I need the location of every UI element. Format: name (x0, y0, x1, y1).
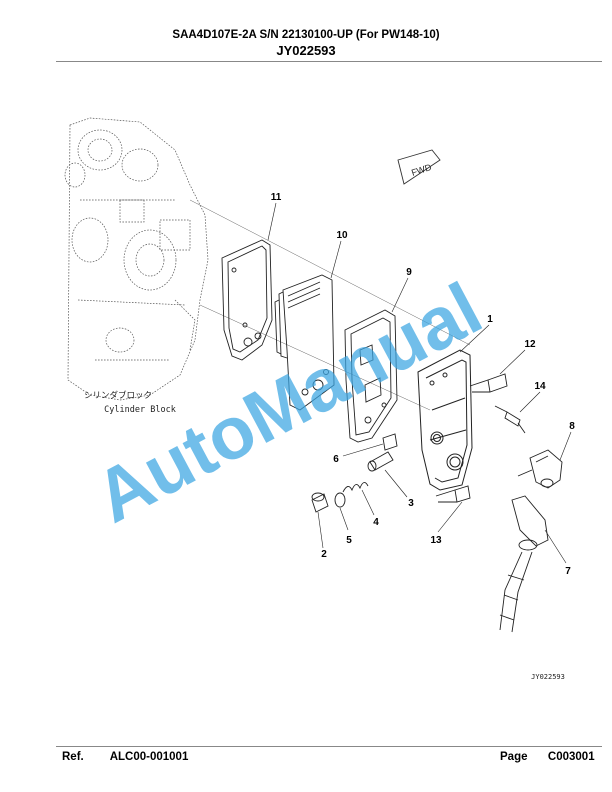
cooler-cover-part-1 (417, 349, 473, 491)
callout-10: 10 (336, 230, 348, 241)
sensor-part-14 (494, 405, 526, 434)
cooler-element-part-10 (274, 274, 335, 411)
callout-3: 3 (408, 498, 414, 509)
leader-lines (267, 202, 572, 564)
page-label: Page (500, 751, 528, 763)
valve-part-3 (367, 451, 394, 472)
callout-14: 14 (534, 381, 546, 392)
callout-7: 7 (565, 566, 571, 577)
block-label-en: Cylinder Block (104, 405, 176, 415)
callout-8: 8 (569, 421, 575, 432)
bolt-part-12 (469, 373, 508, 393)
bolt-part-13 (435, 485, 471, 503)
document-code: JY022593 (276, 43, 336, 58)
alignment-lines (189, 199, 471, 411)
callout-11: 11 (271, 192, 282, 203)
footer-ref: Ref. ALC00-001001 (62, 751, 188, 763)
callout-1: 1 (487, 314, 493, 325)
plug-part-6 (382, 433, 398, 451)
elbow-fitting-part-7 (499, 495, 549, 633)
ref-value: ALC00-001001 (109, 751, 189, 763)
fwd-arrow: FWD (397, 149, 441, 185)
callout-4: 4 (373, 517, 379, 528)
spring-part-4 (342, 482, 369, 493)
callout-5: 5 (346, 535, 352, 546)
page-header: SAA4D107E-2A S/N 22130100-UP (For PW148-… (0, 28, 612, 58)
footer-page: Page C003001 (500, 751, 595, 763)
block-label-jp: シリンダブロック (84, 390, 152, 401)
gasket-part-11 (221, 239, 273, 361)
ref-label: Ref. (62, 751, 84, 763)
callout-6: 6 (333, 454, 339, 465)
watermark-logo: AutoManual (82, 266, 495, 538)
washer-part-5 (334, 492, 346, 508)
elbow-fitting-part-8 (517, 449, 563, 489)
cylinder-block-drawing (64, 117, 209, 401)
figure-id: JY022593 (531, 673, 565, 681)
page-title: SAA4D107E-2A S/N 22130100-UP (For PW148-… (172, 29, 440, 41)
header-divider (56, 61, 602, 62)
callout-13: 13 (430, 535, 442, 546)
callout-9: 9 (406, 267, 412, 278)
footer-divider (56, 746, 602, 747)
callout-2: 2 (321, 549, 327, 560)
callout-12: 12 (524, 339, 536, 350)
page-value: C003001 (547, 751, 595, 763)
gasket-part-9 (344, 309, 398, 443)
plug-part-2 (311, 492, 329, 513)
